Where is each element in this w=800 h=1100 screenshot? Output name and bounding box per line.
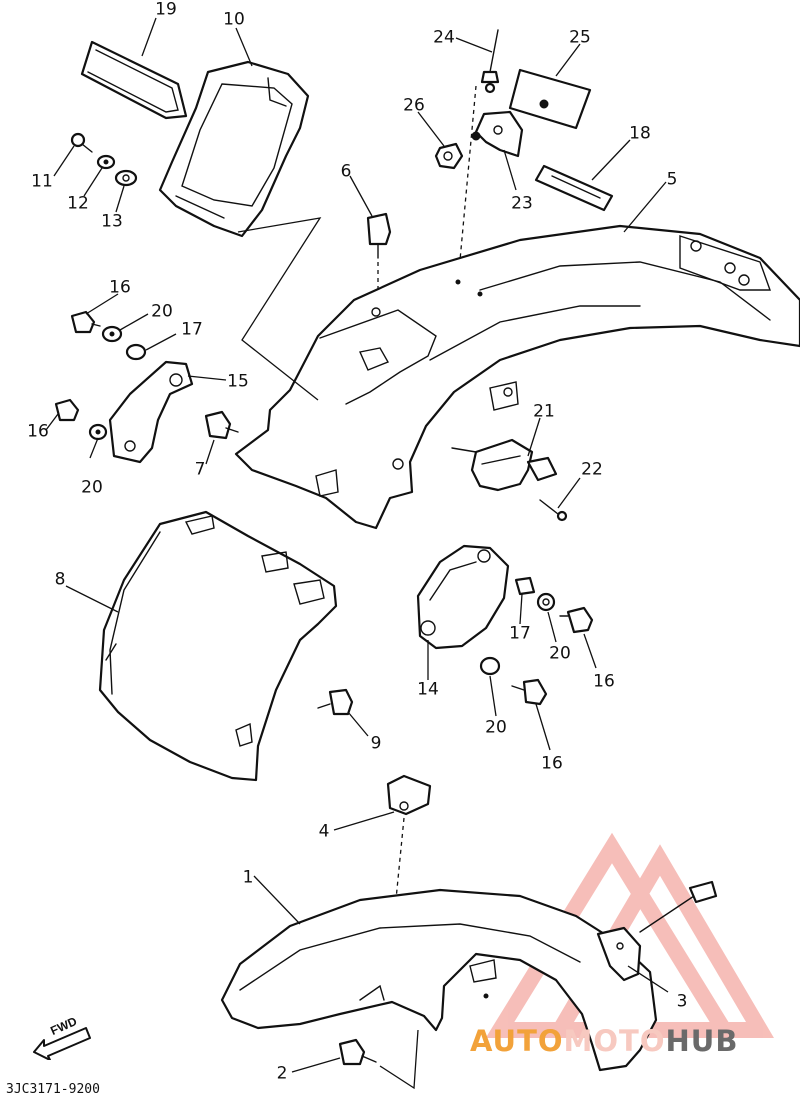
part-6-bolt (366, 212, 392, 259)
part-24-pin (480, 29, 500, 94)
callout-13: 13 (101, 211, 123, 232)
part-16-bolt-right (559, 606, 594, 634)
fwd-arrow-icon (33, 1027, 91, 1060)
callout-10: 10 (223, 9, 245, 30)
callout-19: 19 (155, 0, 177, 20)
part-12-washer (96, 154, 116, 170)
part-17-washer-right (514, 576, 536, 596)
callout-7: 7 (194, 459, 206, 480)
part-18-emblem (534, 164, 614, 212)
part-20-washer-lower (479, 656, 501, 676)
callout-22: 22 (581, 459, 603, 480)
part-20-washer-upper (101, 325, 123, 343)
part-8-inner-fender (98, 510, 338, 782)
part-16-bolt-left (54, 398, 80, 422)
callout-6: 6 (340, 161, 352, 182)
part-1-front-fender (220, 888, 658, 1072)
watermark: AUTOMOTOHUB (470, 1024, 738, 1058)
part-14-cover (416, 544, 510, 650)
callout-2: 2 (276, 1063, 288, 1084)
part-21-light-unit (451, 438, 558, 492)
callout-16c: 16 (593, 671, 615, 692)
callout-4: 4 (318, 821, 330, 842)
watermark-part-3: HUB (665, 1024, 739, 1058)
callout-23: 23 (511, 193, 533, 214)
callout-20a: 20 (151, 301, 173, 322)
callout-21: 21 (533, 401, 555, 422)
callout-18: 18 (629, 123, 651, 144)
part-10-lamp-housing (158, 60, 310, 238)
part-19-seal (80, 40, 188, 120)
part-15-bracket (108, 360, 194, 464)
part-22-screw (539, 499, 568, 522)
callout-20d: 20 (485, 717, 507, 738)
callout-5: 5 (666, 169, 678, 190)
part-17-washer-upper (125, 343, 147, 361)
part-11-screw (70, 132, 93, 153)
part-20-washer-right (536, 592, 556, 612)
callout-11: 11 (31, 171, 53, 192)
part-16-bolt-lower (511, 678, 548, 706)
part-13-washer (114, 169, 138, 187)
callout-8: 8 (54, 569, 66, 590)
part-9-bolt (317, 688, 354, 716)
callout-1: 1 (242, 867, 254, 888)
callout-17a: 17 (181, 319, 203, 340)
callout-3: 3 (676, 991, 688, 1012)
callout-17b: 17 (509, 623, 531, 644)
part-7-bolt (204, 410, 239, 440)
part-2-bolt (338, 1038, 377, 1066)
leader-lines (45, 17, 669, 1073)
callout-20c: 20 (549, 643, 571, 664)
watermark-part-2: MOTO (563, 1024, 666, 1058)
watermark-part-1: AUTO (470, 1024, 564, 1058)
part-26-nut (434, 142, 464, 170)
callout-14: 14 (417, 679, 439, 700)
part-5-rear-fender (234, 224, 800, 530)
callout-25: 25 (569, 27, 591, 48)
part-16-bolt-upper (70, 310, 101, 334)
callout-15: 15 (227, 371, 249, 392)
callout-12: 12 (67, 193, 89, 214)
callout-9: 9 (370, 733, 382, 754)
diagram-code: 3JC3171-9200 (6, 1082, 100, 1097)
part-25-reflector (508, 68, 592, 130)
callout-16b: 16 (27, 421, 49, 442)
part-20-washer-left (88, 423, 108, 441)
callout-24: 24 (433, 27, 455, 48)
callout-16d: 16 (541, 753, 563, 774)
callout-20b: 20 (81, 477, 103, 498)
part-4-stay (386, 774, 432, 816)
part-23-bracket (471, 110, 524, 158)
callout-26: 26 (403, 95, 425, 116)
callout-16a: 16 (109, 277, 131, 298)
